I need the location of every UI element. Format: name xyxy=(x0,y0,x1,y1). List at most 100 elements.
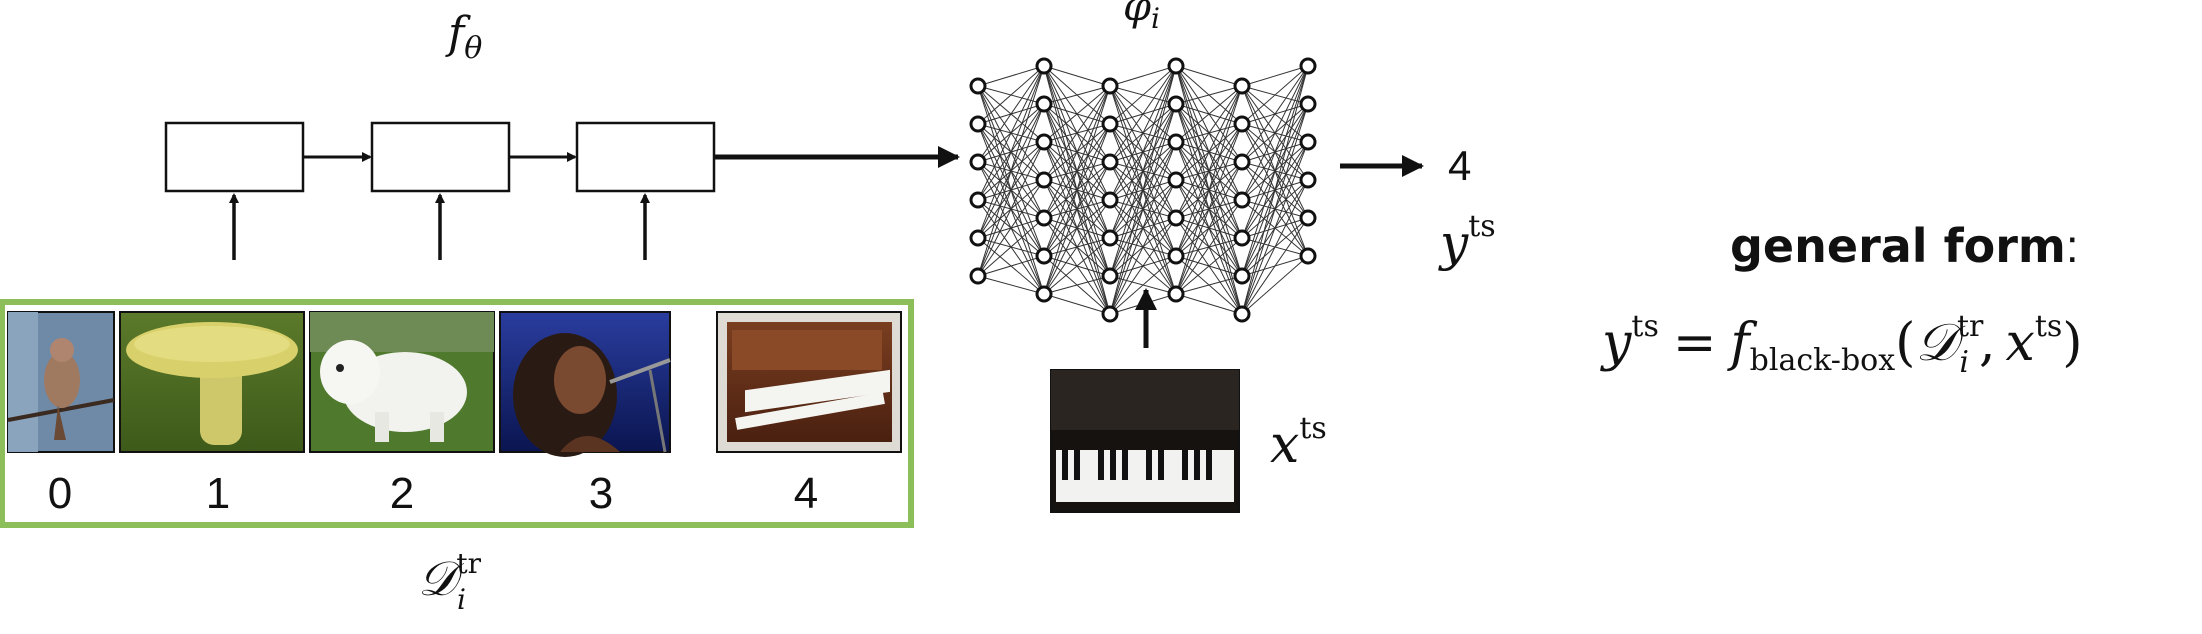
eq-open: ( xyxy=(1895,313,1915,373)
neural-network xyxy=(969,57,1317,323)
network-edge xyxy=(1241,65,1309,201)
network-node xyxy=(1101,305,1119,323)
output-superscript: ts xyxy=(1468,209,1495,244)
network-edge xyxy=(977,65,1045,239)
white-dog-photo xyxy=(309,311,495,453)
network-node xyxy=(1035,247,1053,265)
network-edge xyxy=(1175,123,1243,295)
network-edge xyxy=(1241,255,1309,315)
network-node xyxy=(1101,191,1119,209)
network-node xyxy=(1167,247,1185,265)
network-edge xyxy=(1109,65,1177,201)
network-node xyxy=(1101,77,1119,95)
network-node xyxy=(1167,57,1185,75)
network-node xyxy=(1233,191,1251,209)
network-node xyxy=(1167,209,1185,227)
network-edge xyxy=(1109,103,1177,315)
network-edge xyxy=(1109,179,1177,315)
network-edge xyxy=(1175,161,1243,295)
network-node xyxy=(1233,305,1251,323)
piano-black-key xyxy=(1122,450,1128,480)
network-edge xyxy=(1175,85,1243,105)
network-edge xyxy=(1043,161,1111,295)
eq-comma: , xyxy=(1979,313,1996,373)
query-superscript: ts xyxy=(1299,411,1326,446)
network-node xyxy=(969,191,987,209)
piano-black-key xyxy=(1098,450,1104,480)
network-node xyxy=(1101,115,1119,133)
network-node xyxy=(1167,171,1185,189)
mushroom-photo xyxy=(119,311,305,453)
query-x: x xyxy=(1270,415,1299,475)
eq-x-sup: ts xyxy=(2035,309,2062,344)
network-edge xyxy=(1043,199,1111,295)
support-label-3: 3 xyxy=(589,469,613,518)
network-edge xyxy=(977,65,1045,163)
network-node xyxy=(1299,95,1317,113)
support-label-1: 1 xyxy=(206,469,230,518)
eq-f-sub: black-box xyxy=(1750,343,1896,378)
network-node xyxy=(969,229,987,247)
network-edge xyxy=(1043,85,1111,105)
network-node xyxy=(1035,133,1053,151)
network-edge xyxy=(1241,217,1309,315)
network-edge xyxy=(1109,65,1177,125)
piano-black-key xyxy=(1146,450,1152,480)
piano-black-key xyxy=(1182,450,1188,480)
network-edge xyxy=(1043,275,1111,295)
rnn-cell-2 xyxy=(370,121,511,193)
eq-D-sub: i xyxy=(1959,345,1969,380)
query-symbol-label: xts xyxy=(1270,411,1327,475)
network-edge xyxy=(1175,275,1243,295)
network-edge xyxy=(1175,65,1243,87)
piano-black-key xyxy=(1158,450,1164,480)
eq-close: ) xyxy=(2062,313,2082,373)
network-edge xyxy=(1241,65,1309,87)
general-form-colon: : xyxy=(2066,220,2079,272)
network-node xyxy=(1035,95,1053,113)
network-param-label: φi xyxy=(1123,0,1160,35)
piano-black-keys xyxy=(1062,450,1212,480)
support-label-4: 4 xyxy=(794,469,818,518)
piano-keys-photo xyxy=(1050,369,1240,513)
network-edge xyxy=(977,103,1045,277)
network-edge xyxy=(1109,65,1177,163)
network-node xyxy=(969,115,987,133)
output-value: 4 xyxy=(1448,142,1471,189)
network-node xyxy=(1299,133,1317,151)
network-edge xyxy=(977,255,1045,277)
network-edge xyxy=(1241,179,1309,315)
network-edge xyxy=(1241,65,1309,315)
network-node xyxy=(1233,267,1251,285)
network-node xyxy=(1035,57,1053,75)
piano-black-key xyxy=(1194,450,1200,480)
rnn-function-subscript: θ xyxy=(464,31,482,66)
network-edge xyxy=(1241,141,1309,315)
singer-photo xyxy=(499,311,671,457)
network-edge xyxy=(1175,85,1243,257)
eq-x: x xyxy=(2005,313,2034,373)
network-node xyxy=(1101,229,1119,247)
network-edge xyxy=(1043,85,1111,257)
piano-photo xyxy=(716,311,902,453)
network-edge xyxy=(1109,65,1177,277)
network-param-subscript: i xyxy=(1151,2,1160,35)
rnn-cell-3 xyxy=(575,121,716,193)
output-y: y xyxy=(1438,214,1469,272)
network-edge xyxy=(1175,293,1243,315)
network-edge xyxy=(1241,65,1309,125)
rnn-label: fθ xyxy=(445,8,482,66)
network-edge xyxy=(977,179,1045,277)
network-node xyxy=(1167,133,1185,151)
network-node xyxy=(1167,95,1185,113)
network-node xyxy=(1035,285,1053,303)
network-node xyxy=(969,267,987,285)
network-edge xyxy=(977,65,1045,277)
network-edge xyxy=(1043,293,1111,315)
support-set-superscript: tr xyxy=(456,547,481,580)
piano-black-key xyxy=(1074,450,1080,480)
rnn-cell-1 xyxy=(164,121,305,193)
network-edge xyxy=(1241,103,1309,315)
